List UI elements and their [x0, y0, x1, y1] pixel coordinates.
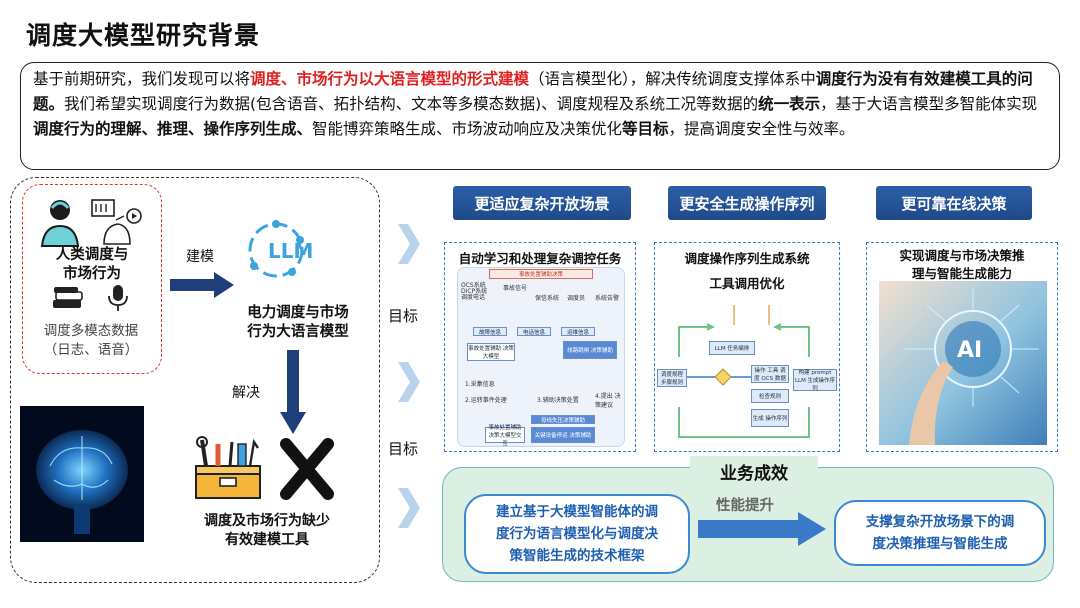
intro-text-3: 我们希望实现调度行为数据(包含语音、拓扑结构、文本等多模态数据)、调度规程及系统… — [64, 95, 759, 113]
effect-framework-box: 建立基于大模型智能体的调 度行为语言模型化与调度决 策智能生成的技术框架 — [464, 494, 690, 574]
left-panel — [10, 177, 380, 583]
card-title-tool-optimization: 工具调用优化 — [709, 276, 785, 291]
mini-step-4: 4.提出 决策建议 — [595, 393, 621, 409]
performance-arrow — [698, 512, 826, 546]
card-operation-sequence: 调度操作序列生成系统 工具调用优化 LLM 任务编排 操作 工具 调度 OCS … — [654, 242, 840, 452]
performance-label: 性能提升 — [716, 498, 774, 514]
mini-source-label: OCS系统 DICP系统 调度电话 — [461, 282, 488, 301]
chevron-right-icon — [398, 362, 420, 402]
target-label-1: 目标 — [388, 307, 419, 325]
mini-dispatcher-label: 调度员 — [567, 295, 586, 302]
column-header-reliable: 更可靠在线决策 — [876, 186, 1032, 220]
card-title-operation-system: 调度操作序列生成系统 — [684, 251, 810, 266]
ai-brain-image — [20, 406, 144, 542]
chevron-right-icon — [398, 224, 420, 264]
books-icon — [53, 287, 83, 308]
modeling-arrow — [170, 272, 234, 298]
mini-box-model: 事故处置辅助 决策大模型 — [467, 343, 515, 361]
ai-image-text: AI — [957, 338, 982, 363]
chevron-right-icon — [398, 488, 420, 528]
multimodal-data-label: 调度多模态数据 （日志、语音） — [43, 323, 139, 358]
human-behavior-label: 人类调度与 市场行为 — [55, 247, 129, 282]
flow-node-rules: 调度规程 步骤规则 — [657, 369, 687, 387]
mini-step-3: 3.辅助决策处置 — [537, 397, 579, 404]
llm-logo-text: LLM — [268, 239, 313, 263]
mini-alarm-label: 系统告警 — [595, 295, 620, 302]
mini-box-key-device: 关键设备停运 决策辅助 — [531, 427, 595, 443]
effect-title: 业务成效 — [690, 456, 818, 486]
target-label-2: 目标 — [388, 440, 419, 458]
intro-text-6: ，提高调度安全性与效率。 — [668, 120, 855, 138]
flow-node-prompt: 构建 prompt LLM 生成操作序列 — [793, 369, 837, 392]
human-behavior-box — [22, 184, 162, 374]
mini-step-2: 2.运转事件处理 — [465, 397, 507, 404]
toolbox-icon — [195, 436, 261, 499]
mini-box-bus: 母线失压决策辅助 — [531, 415, 595, 424]
microphone-icon — [108, 285, 128, 311]
mini-protection-label: 保信系统 — [535, 295, 560, 302]
intro-text-5: 智能博弈策略生成、市场波动响应及决策优化 — [312, 120, 623, 138]
flow-node-tools: 操作 工具 调度 OCS 数据 — [751, 365, 789, 383]
mini-event-label: 事故信号 — [503, 285, 528, 292]
flow-node-check: 检查规则 — [751, 389, 789, 403]
person-icon — [40, 200, 80, 247]
ai-hand-image: AI — [879, 281, 1047, 445]
cross-icon — [280, 438, 334, 500]
page-title: 调度大模型研究背景 — [26, 21, 261, 50]
solve-arrow — [280, 350, 306, 434]
intro-box: 基于前期研究，我们发现可以将调度、市场行为以大语言模型的形式建模（语言模型化），… — [20, 62, 1060, 170]
lack-tools-label: 调度及市场行为缺少 有效建模工具 — [204, 513, 330, 548]
intro-highlight-3: 调度行为的理解、推理、操作序列生成、 — [33, 120, 313, 138]
intro-highlight-2: 统一表示 — [758, 95, 821, 113]
llm-logo-icon: LLM — [248, 220, 313, 278]
mini-banner: 事故处置辅助决策 — [489, 269, 593, 279]
card-title-auto-learning: 自动学习和处理复杂调控任务 — [458, 251, 622, 266]
card-title-decision: 实现调度与市场决策推 理与智能生成能力 — [899, 248, 1025, 281]
card-auto-learning: 自动学习和处理复杂调控任务 事故处置辅助决策 OCS系统 DICP系统 调度电话… — [444, 242, 636, 452]
effect-support-box: 支撑复杂开放场景下的调 度决策推理与智能生成 — [834, 500, 1046, 566]
intro-text-1: 基于前期研究，我们发现可以将 — [33, 70, 251, 88]
mini-tag-ops: 运维信息 — [561, 327, 595, 336]
intro-text-2: （语言模型化），解决传统调度支撑体系中 — [529, 70, 816, 88]
solve-label: 解决 — [232, 385, 260, 401]
mini-box-line-trip: 线路跳闸 决策辅助 — [563, 341, 617, 359]
mini-step-1: 1.采集信息 — [465, 381, 495, 388]
flow-node-generate: 生成 操作序列 — [751, 409, 789, 427]
mini-tag-fault: 故障信息 — [473, 327, 507, 336]
modeling-label: 建模 — [186, 249, 214, 265]
intro-highlight-red: 调度、市场行为以大语言模型的形式建模 — [250, 70, 530, 88]
intro-highlight-4: 等目标 — [622, 120, 669, 138]
column-header-adaptive: 更适应复杂开放场景 — [453, 186, 631, 220]
intro-highlight-1: 调度行为没有有效建模工具的问题。 — [33, 70, 1033, 113]
mini-footer: 事故处置辅助 决策大模型交互 — [485, 425, 525, 447]
column-header-safe: 更安全生成操作序列 — [668, 186, 826, 220]
llm-label: 电力调度与市场 行为大语言模型 — [247, 305, 349, 340]
card-decision: 实现调度与市场决策推 理与智能生成能力 AI — [866, 242, 1058, 452]
mini-tag-phone: 电话信息 — [517, 327, 551, 336]
market-behavior-icon — [91, 199, 142, 245]
flow-node-llm: LLM 任务编排 — [709, 341, 755, 355]
intro-text-4: ，基于大语言模型多智能体实现 — [820, 95, 1038, 113]
